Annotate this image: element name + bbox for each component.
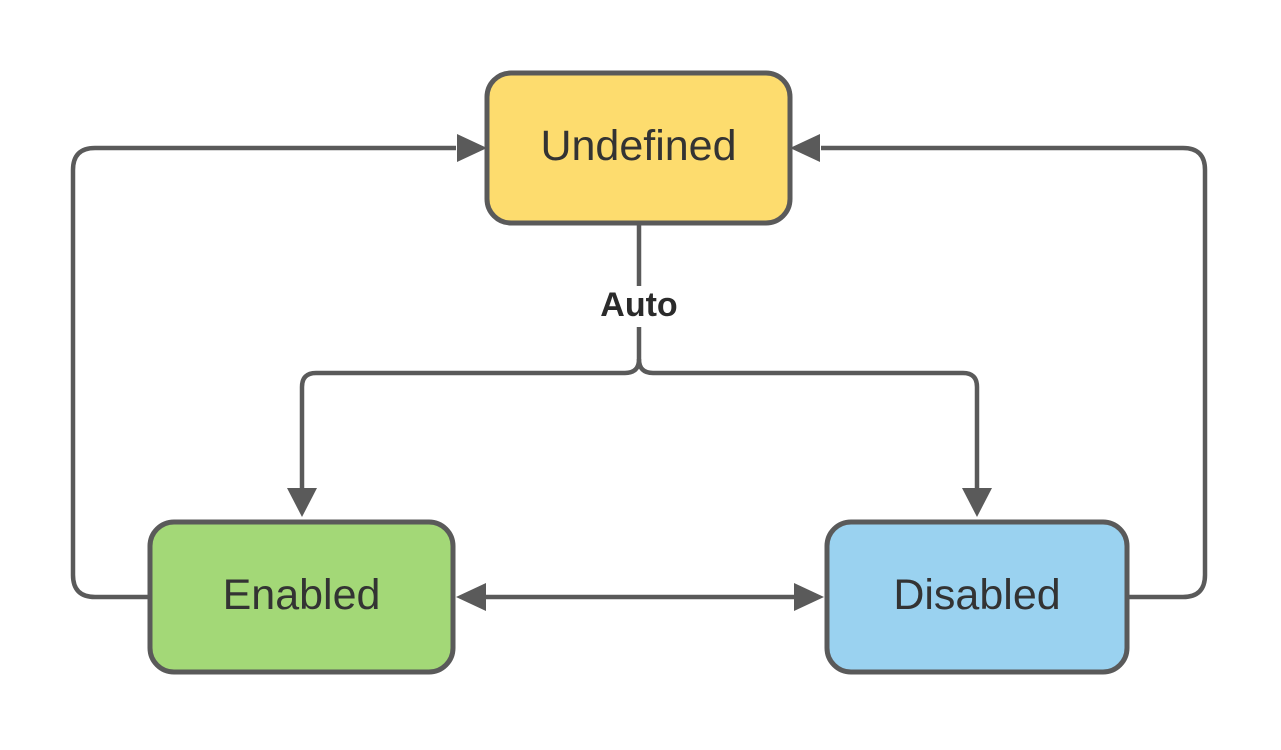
node-disabled-shape	[824, 519, 1130, 675]
edge-disabled-to-undefined-line	[821, 145, 1208, 600]
node-undefined: Undefined	[484, 70, 793, 226]
node-disabled: Disabled	[824, 519, 1130, 675]
arrowhead-into-undefined-left	[457, 134, 487, 162]
node-undefined-label: Undefined	[540, 122, 736, 170]
node-enabled-label: Enabled	[223, 571, 381, 619]
node-disabled-label: Disabled	[893, 571, 1060, 619]
edge-label-auto: Auto	[600, 286, 677, 324]
edge-enabled-to-undefined-line	[70, 145, 456, 600]
arrowhead-into-disabled-top	[962, 488, 992, 517]
edge-enabled-to-undefined	[70, 134, 487, 600]
edge-auto-to-disabled	[636, 358, 992, 517]
edge-disabled-to-undefined	[790, 134, 1208, 600]
arrowhead-into-undefined-right	[790, 134, 820, 162]
edge-auto-to-enabled-line	[299, 358, 642, 488]
arrowhead-into-disabled-left	[794, 583, 824, 611]
edge-auto-to-enabled	[287, 358, 642, 517]
node-undefined-shape	[484, 70, 793, 226]
arrowhead-into-enabled-top	[287, 488, 317, 517]
edge-auto-to-disabled-line	[636, 358, 980, 488]
node-enabled-shape	[147, 519, 456, 675]
node-enabled: Enabled	[147, 519, 456, 675]
edge-enabled-disabled-bidirectional	[456, 583, 824, 611]
arrowhead-into-enabled-right	[456, 583, 486, 611]
